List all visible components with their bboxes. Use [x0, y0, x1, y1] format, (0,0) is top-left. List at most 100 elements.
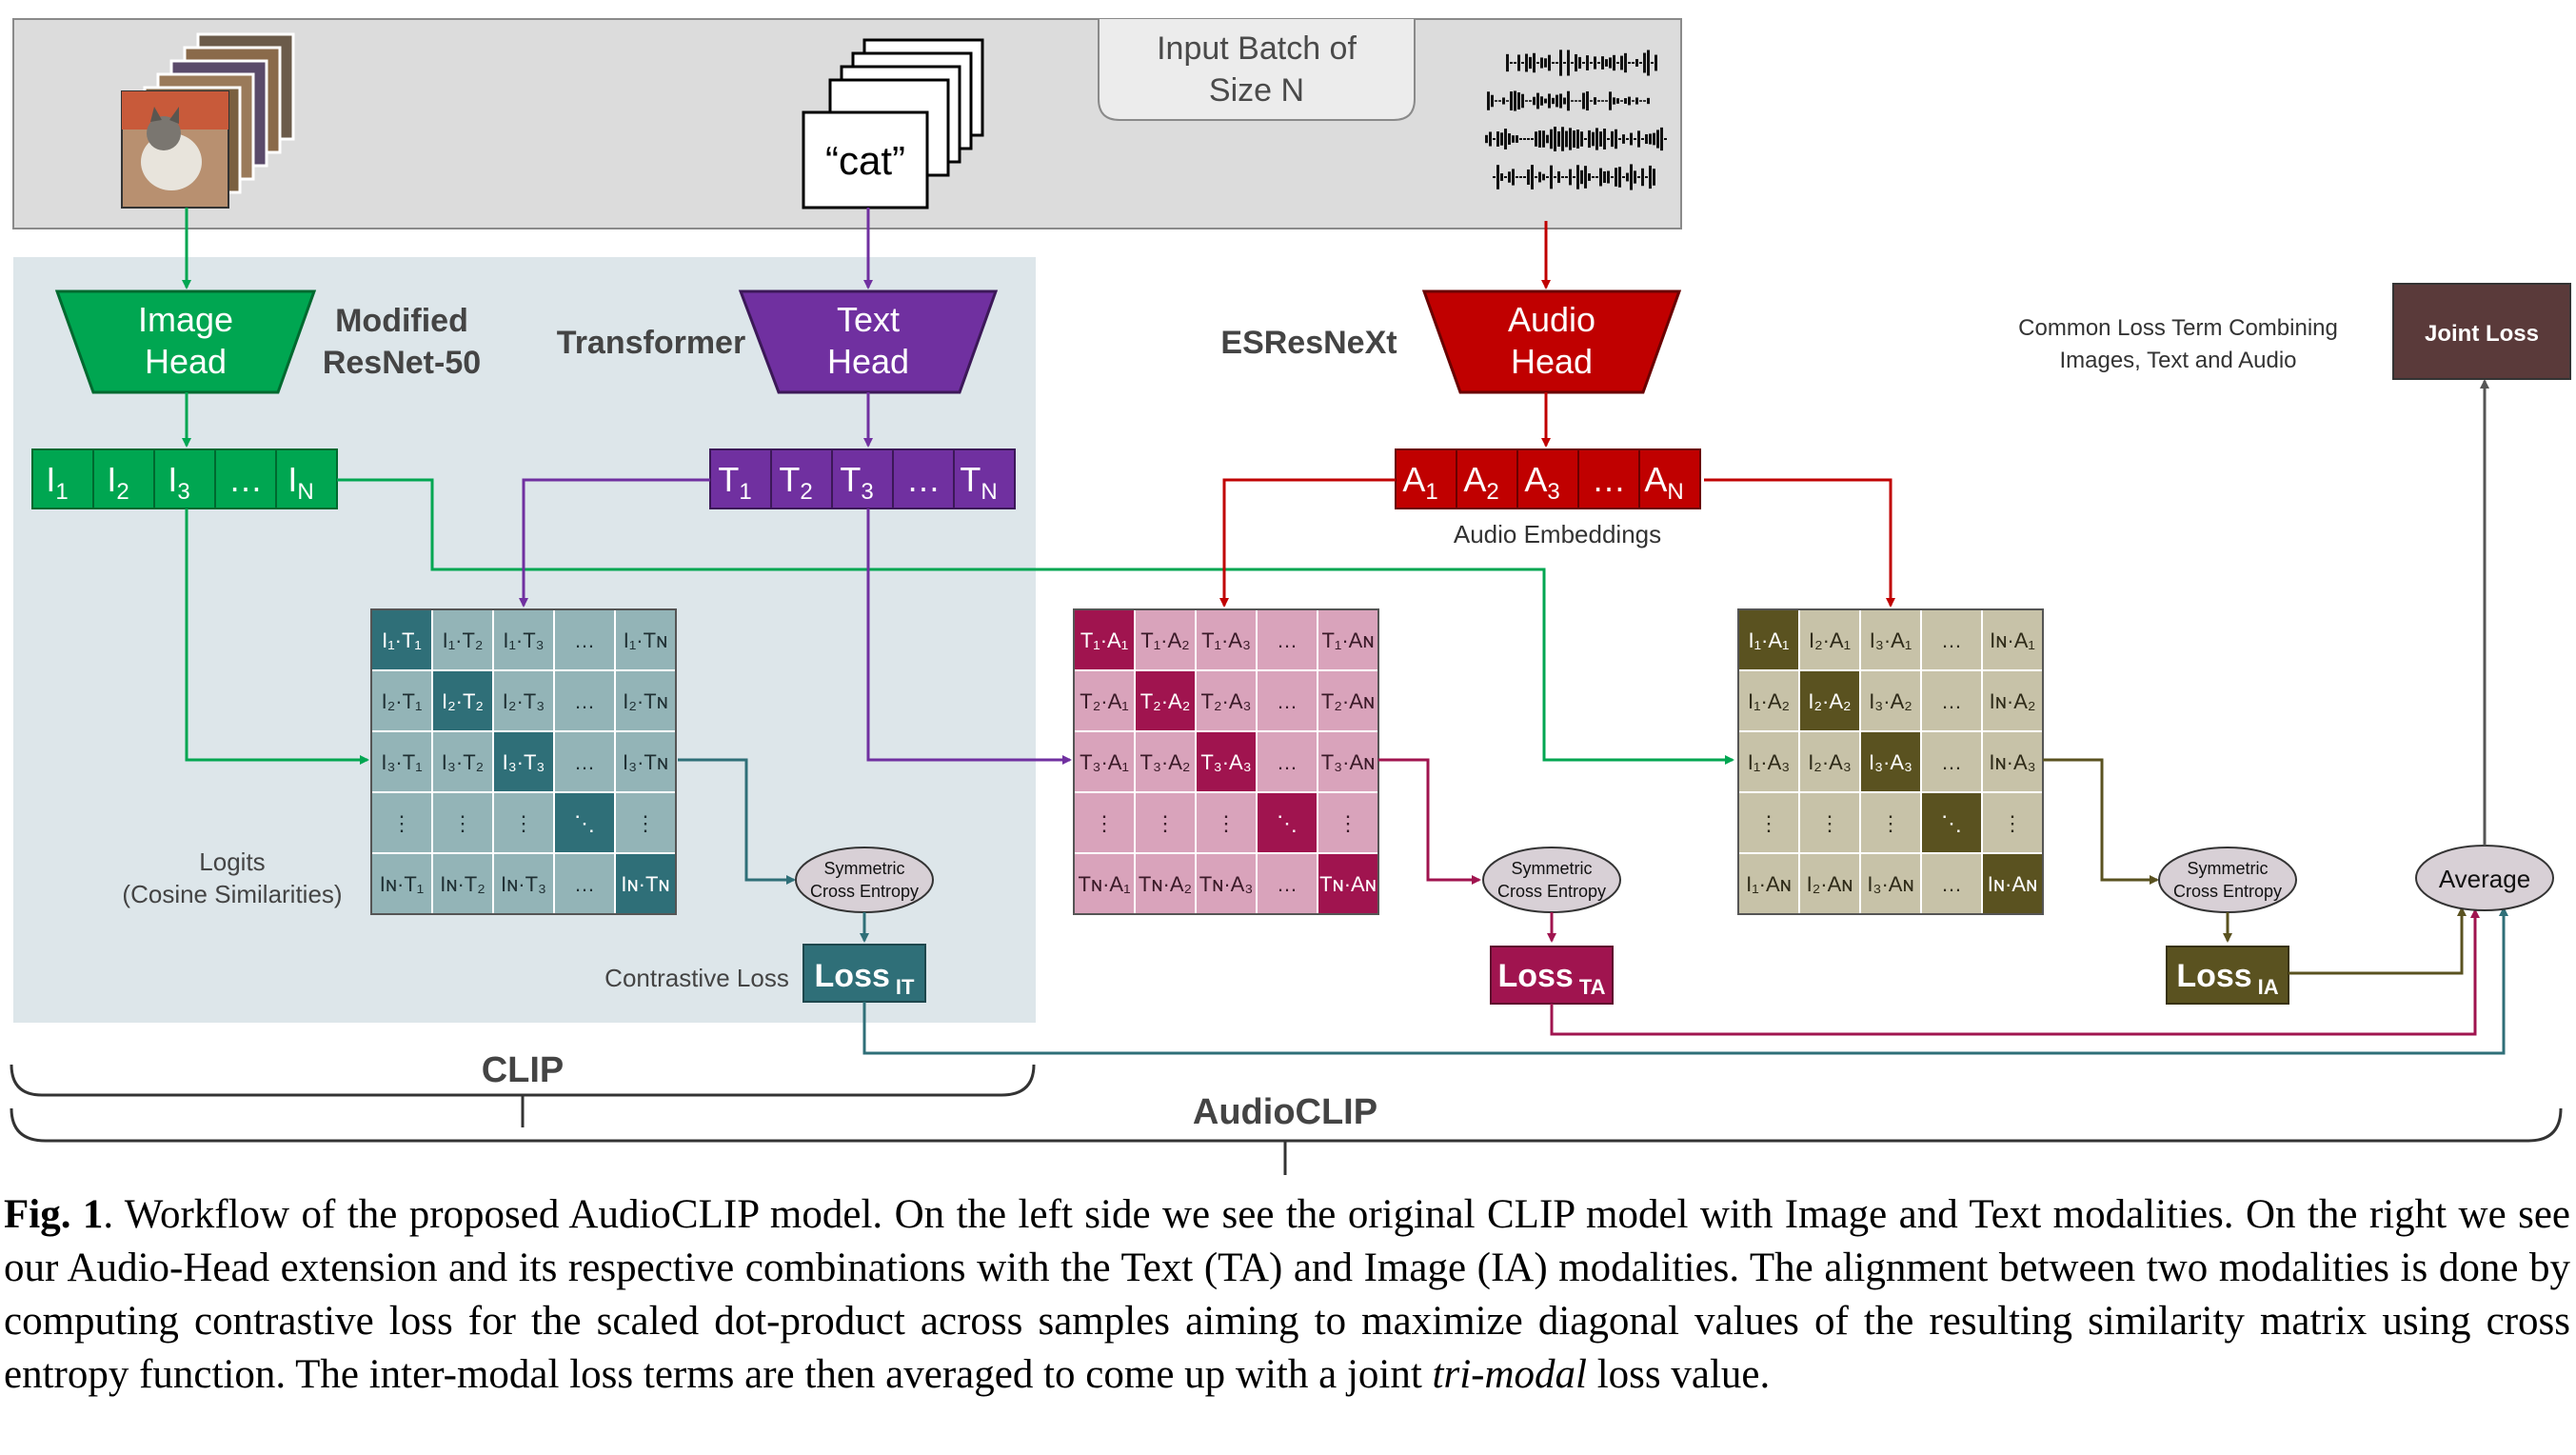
sce-ia-line1: Symmetric: [2188, 859, 2269, 878]
waveform-bar: [1506, 53, 1509, 72]
waveform-bar: [1626, 138, 1629, 140]
caption-italic: tri-modal: [1432, 1352, 1587, 1397]
waveform-bar: [1643, 52, 1646, 73]
image-backbone-2: ResNet-50: [323, 345, 481, 381]
waveform-bar: [1514, 90, 1516, 111]
matrix-ta-cell: [1073, 791, 1136, 854]
waveform-bar: [1578, 100, 1581, 102]
matrix-it-value: Iɴ·T₁: [380, 872, 424, 896]
arrow-text-to-it: [519, 478, 710, 608]
arrow-ia-sce: [2043, 758, 2159, 885]
waveform-bar: [1504, 176, 1507, 178]
waveform-bar: [1533, 96, 1536, 106]
matrix-ta-cell: [1256, 669, 1318, 732]
waveform-bar: [1597, 100, 1600, 102]
matrix-it-cell: [492, 669, 555, 732]
waveform-bar: [1493, 138, 1496, 140]
text-embedding-base: T: [840, 460, 861, 499]
matrix-ia-value: …: [1941, 628, 1962, 652]
waveform-bar: [1523, 176, 1526, 178]
waveform-bar: [1641, 168, 1644, 187]
matrix-ia-value: I₃·A₁: [1870, 628, 1912, 652]
matrix-ta-value: T₂·A₁: [1080, 689, 1128, 713]
text-embedding-label: TN: [960, 460, 997, 505]
matrix-it-value: ⋮: [391, 811, 412, 835]
loss-ta-sub: TA: [1579, 975, 1606, 999]
image-embedding-base: …: [228, 460, 263, 499]
waveform-bar: [1523, 138, 1526, 140]
image-embedding-sub: 2: [116, 479, 129, 505]
waveform-bar: [1554, 176, 1556, 178]
workflow-diagram: Input Batch of Size N “cat” Image Head M…: [10, 18, 2571, 1175]
waveform-bar: [1622, 134, 1625, 144]
matrix-ia-cell: [1798, 608, 1861, 671]
waveform-bar: [1643, 100, 1646, 102]
image-embedding-label: …: [228, 460, 263, 499]
matrix-ta-border: [1073, 608, 1379, 915]
matrix-it-value: I₃·T₃: [503, 750, 545, 774]
waveform-bar: [1498, 100, 1501, 102]
audio-backbone: ESResNeXt: [1220, 325, 1397, 361]
waveform-bar: [1567, 90, 1570, 111]
waveform-bar: [1580, 169, 1583, 185]
waveform-bar: [1628, 62, 1631, 64]
audio-embedding-base: A: [1402, 460, 1425, 499]
waveform-bar: [1613, 54, 1615, 71]
waveform-bar: [1565, 176, 1568, 178]
matrix-ta-cell: [1195, 852, 1258, 915]
waveform-bar: [1527, 169, 1530, 186]
logits-label-2: (Cosine Similarities): [122, 880, 342, 908]
waveform-bar: [1552, 62, 1555, 64]
waveform-bar: [1588, 173, 1591, 181]
waveform-bar: [1578, 56, 1581, 70]
audio-embedding-base: A: [1524, 460, 1547, 499]
waveform-bar: [1624, 98, 1627, 104]
text-embedding-cell: [831, 448, 894, 509]
waveform-bar: [1618, 138, 1621, 140]
waveform-bar: [1611, 130, 1614, 148]
waveform-bar: [1637, 176, 1640, 178]
waveform-bar: [1595, 176, 1598, 178]
matrix-it-value: …: [574, 689, 595, 713]
matrix-it-value: I₃·Tɴ: [623, 750, 668, 774]
image-embedding-cell: [31, 448, 94, 509]
waveform-bar: [1584, 138, 1587, 140]
matrix-ia-cell: [1859, 852, 1922, 915]
waveform-bar: [1573, 130, 1575, 148]
audio-embedding-base: A: [1644, 460, 1667, 499]
matrix-ta-value: ⋮: [1155, 811, 1176, 835]
matrix-ta-cell: [1134, 669, 1197, 732]
matrix-ta-value: Tɴ·Aɴ: [1319, 872, 1377, 896]
waveform-bar: [1519, 176, 1522, 178]
waveform-bar: [1491, 94, 1494, 108]
matrix-ia-cell: [1981, 608, 2044, 671]
matrix-it-cell: [431, 791, 494, 854]
matrix-ta-cell: [1195, 730, 1258, 793]
text-embedding-sub: 3: [861, 479, 873, 505]
waveform-bar: [1510, 62, 1513, 64]
sce-ia-line2: Cross Entropy: [2173, 882, 2282, 901]
matrix-ia-value: I₂·A₃: [1808, 750, 1852, 774]
matrix-it-value: I₁·T₂: [443, 628, 484, 652]
waveform-bar: [1552, 97, 1555, 105]
waveform-bar: [1517, 54, 1520, 71]
waveform-bar: [1607, 170, 1610, 184]
waveform-bar: [1557, 130, 1560, 148]
image-embedding-base: I: [107, 460, 116, 499]
matrix-ia-value: I₃·Aɴ: [1867, 872, 1913, 896]
audio-embedding-sub: N: [1667, 479, 1683, 505]
waveform-bar: [1655, 54, 1657, 71]
waveform-bar: [1519, 138, 1522, 140]
matrix-ta-value: T₃·A₂: [1140, 750, 1191, 774]
matrix-it-cell: [370, 669, 433, 732]
waveform-bar: [1615, 168, 1617, 187]
arrow-loss-ia-avg: [2289, 907, 2467, 975]
text-embedding-base: …: [906, 460, 941, 499]
image-backbone-1: Modified: [335, 303, 468, 339]
matrix-ia-value: I₃·A₃: [1869, 750, 1912, 774]
audio-embedding-label: A3: [1524, 460, 1559, 505]
average-label: Average: [2439, 865, 2530, 893]
